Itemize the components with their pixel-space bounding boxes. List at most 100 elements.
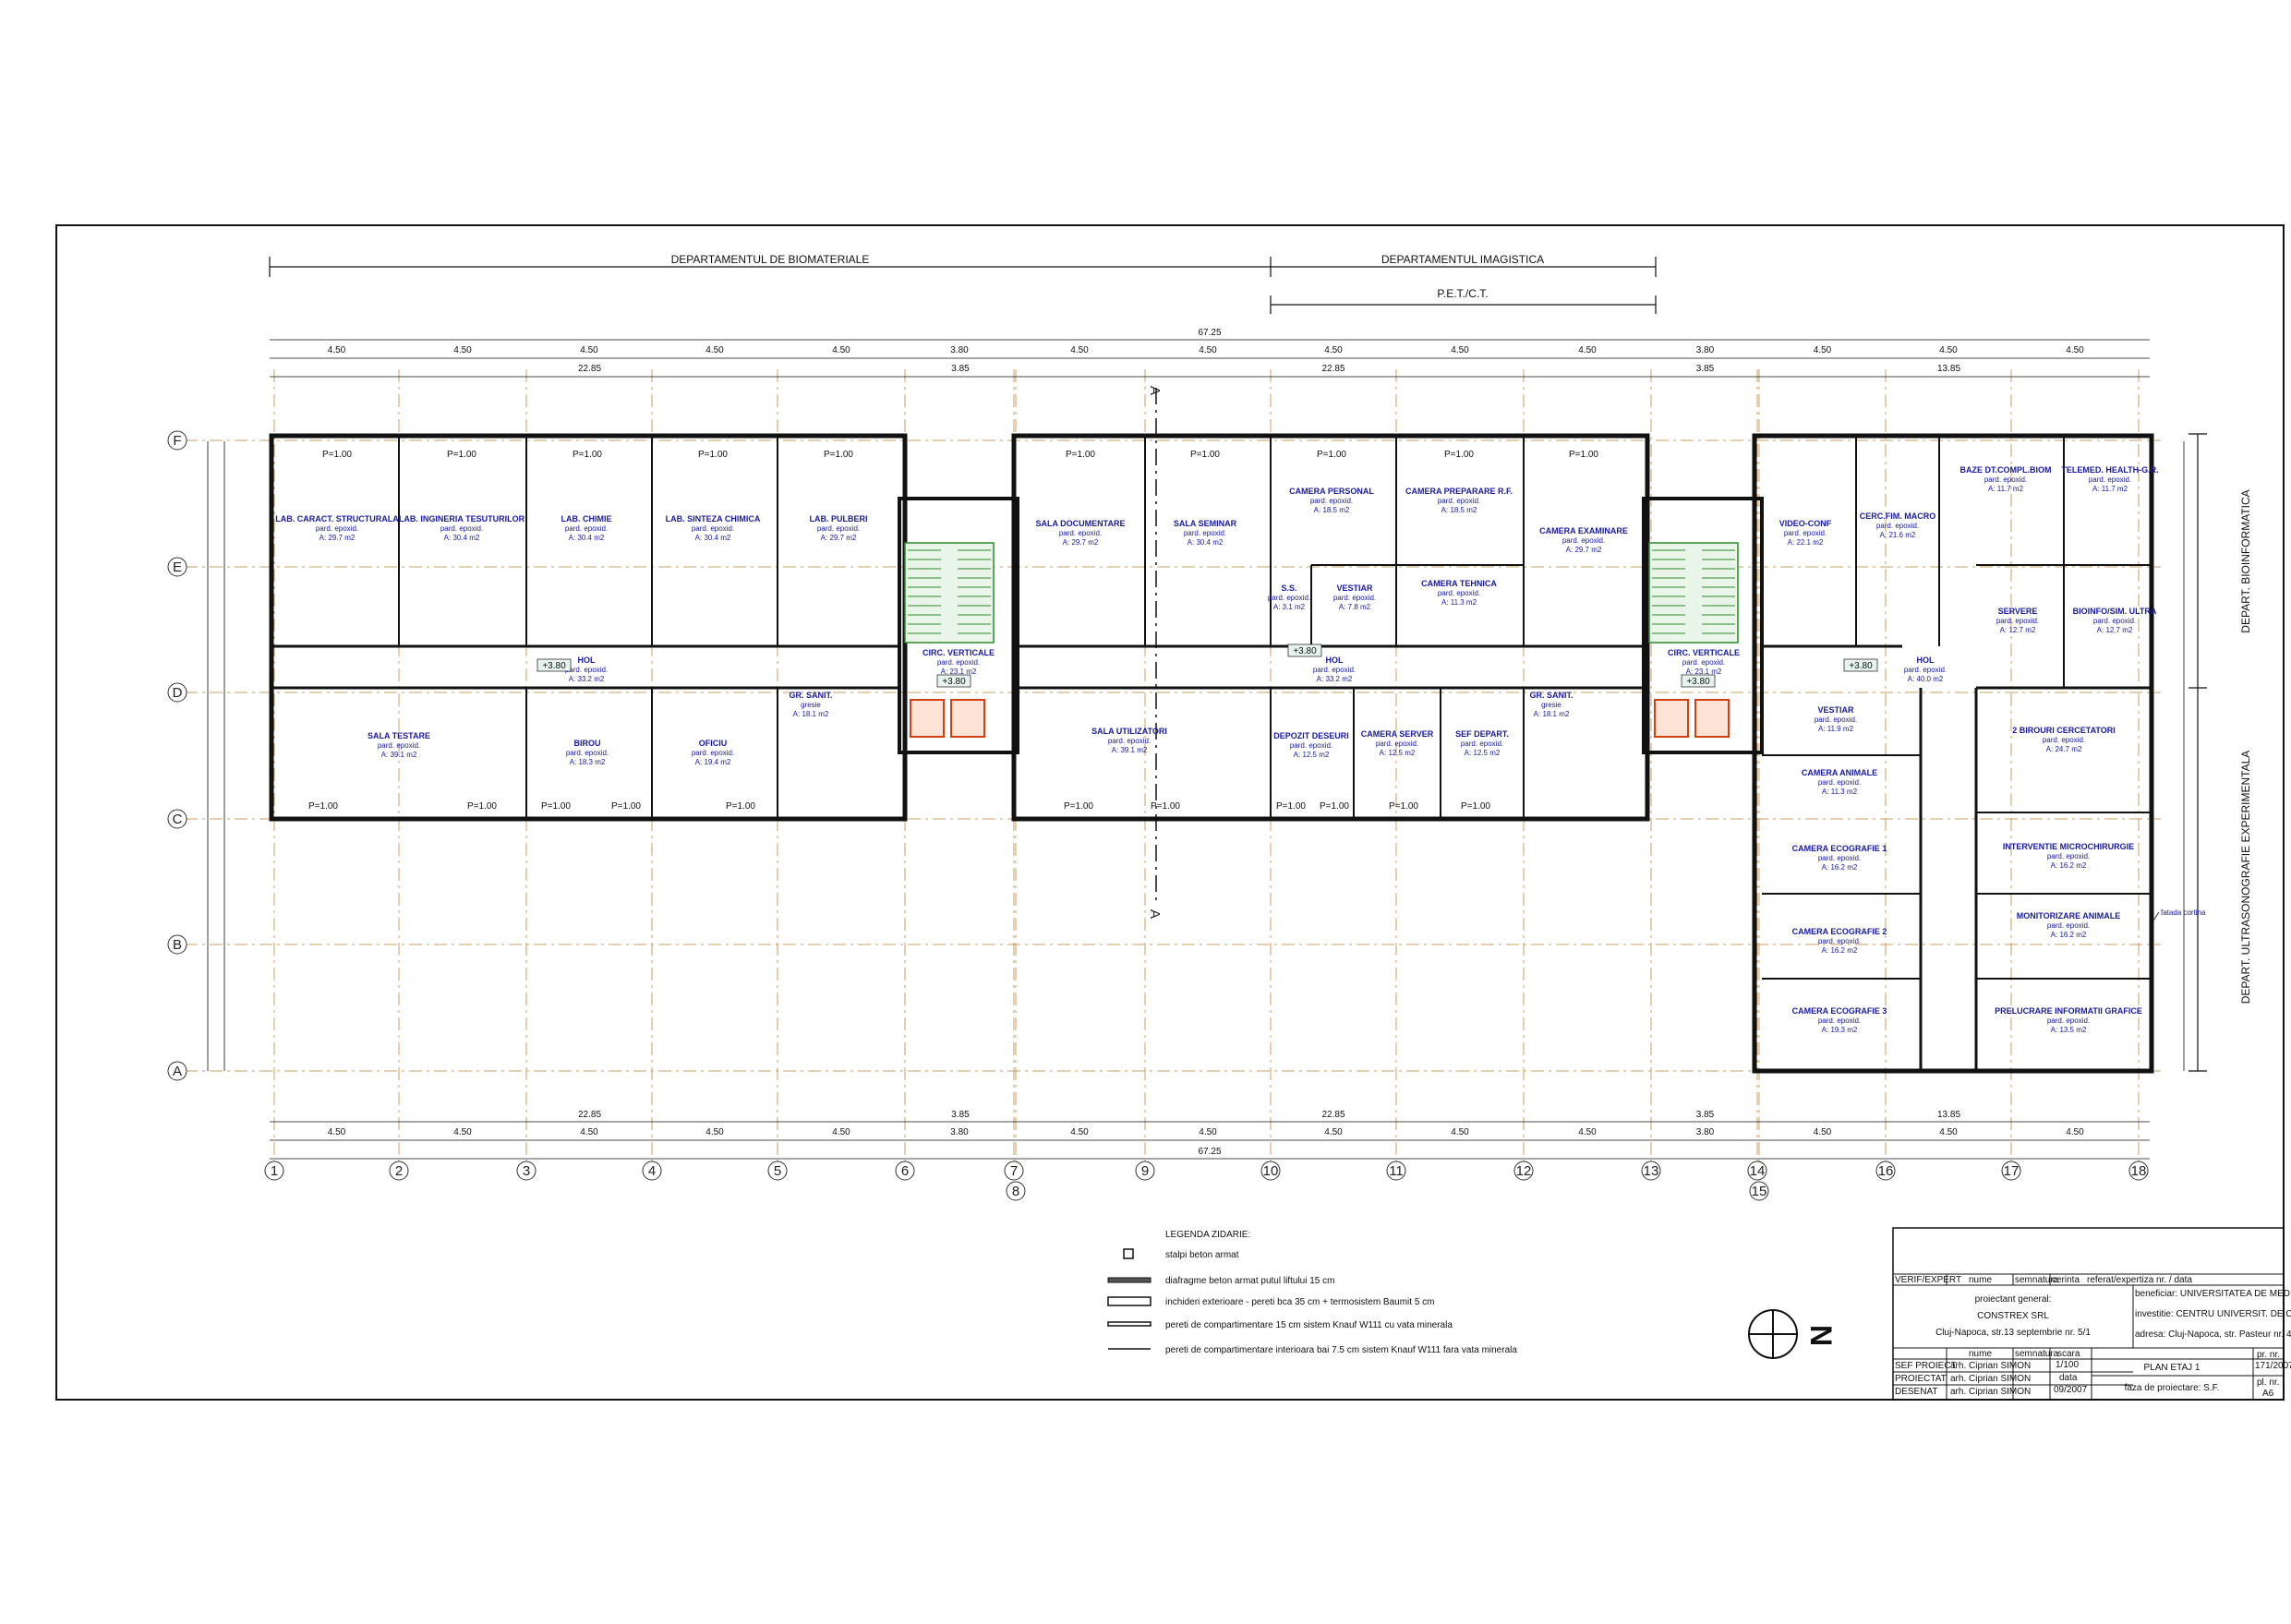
room-floor-25: pard. epoxid. [692,749,734,757]
room-floor-20: pard. epoxid. [1904,666,1947,674]
center-wing-outline [1011,433,1650,822]
axis-label-17: 17 [2004,1163,2020,1179]
level-mark-4: +3.80 [1849,661,1873,671]
room-area-14: A: 11.7 m2 [1988,485,2024,493]
tb-proiectat-label: PROIECTAT [1895,1374,1947,1384]
room-area-4: A: 29.7 m2 [821,534,857,542]
parapet-top-0: P=1.00 [322,450,352,460]
room-name-8: CAMERA PREPARARE R.F. [1405,487,1513,496]
room-name-35: CAMERA ECOGRAFIE 2 [1792,927,1887,936]
room-area-19: A: 33.2 m2 [1317,675,1353,683]
dept-bioinformatica-label: DEPART. BIOINFORMATICA [2239,489,2252,632]
room-area-34: A: 16.2 m2 [1822,863,1858,872]
room-area-37: A: 24.7 m2 [2046,745,2082,753]
parapet-bottom-0: P=1.00 [308,801,338,812]
stairs-left [904,542,995,644]
room-area-16: A: 12.7 m2 [2000,626,2036,634]
room-name-39: MONITORIZARE ANIMALE [2017,911,2121,920]
legend-item-column: stalpi beton armat [1165,1250,1239,1260]
tb-sign-col-2: semnatura [2015,1349,2059,1359]
axis-label-10: 10 [1263,1163,1279,1179]
room-name-41: S.S. [1281,583,1296,593]
group-dim-bottom-4: 13.85 [1937,1110,1960,1120]
dept-petct-label: P.E.T./C.T. [1437,287,1488,300]
axis-bubble-5 [767,1161,788,1181]
axis-label-B: B [173,937,182,953]
room-area-25: A: 19.4 m2 [695,758,731,766]
tb-faza: faza de proiectare: S.F. [2125,1383,2220,1393]
room-floor-23: pard. epoxid. [378,741,420,750]
room-name-34: CAMERA ECOGRAFIE 1 [1792,844,1887,853]
axis-label-D: D [173,685,183,701]
col-dim-bottom-7: 4.50 [1199,1127,1217,1137]
room-area-7: A: 18.5 m2 [1314,506,1350,514]
room-area-18: A: 33.2 m2 [569,675,605,683]
room-area-21: A: 23.1 m2 [941,668,977,676]
facade-note-leader [2151,911,2160,924]
tb-pr-nr-label: pr. nr. [2257,1350,2280,1360]
room-name-16: SERVERE [1998,607,2038,616]
tb-data-label: data [2059,1373,2078,1383]
room-name-37: 2 BIROURI CERCETATORI [2012,726,2116,735]
room-area-20: A: 40.0 m2 [1908,675,1944,683]
room-floor-3: pard. epoxid. [692,524,734,533]
group-dim-bottom-2: 22.85 [1321,1110,1344,1120]
legend-item-diaphragm: diafragme beton armat putul liftului 15 … [1165,1276,1334,1286]
room-area-40: A: 13.5 m2 [2051,1026,2087,1034]
room-floor-35: pard. epoxid. [1818,937,1861,945]
parapet-bottom-4: P=1.00 [726,801,755,812]
room-name-4: LAB. PULBERI [810,514,868,523]
room-name-13: CERC.FIM. MACRO [1860,511,1936,521]
parapet-top-4: P=1.00 [824,450,853,460]
axis-bubble-4 [642,1161,662,1181]
tb-scara-label: scara [2057,1349,2080,1359]
col-dim-bottom-1: 4.50 [453,1127,472,1137]
room-area-3: A: 30.4 m2 [695,534,731,542]
axis-bubble-E [167,557,187,577]
axis-label-F: F [173,433,181,449]
room-name-23: SALA TESTARE [368,731,430,740]
col-dim-bottom-10: 4.50 [1578,1127,1597,1137]
legend-symbol-partition-15 [1107,1321,1152,1327]
col-dim-bottom-5: 3.80 [950,1127,969,1137]
room-area-24: A: 18.3 m2 [570,758,606,766]
tb-person-3: arh. Ciprian SIMON [1950,1387,2031,1397]
room-floor-30: pard. epoxid. [1461,740,1503,748]
axis-label-2: 2 [395,1163,403,1179]
col-dim-bottom-0: 4.50 [328,1127,346,1137]
room-floor-38: pard. epoxid. [2047,852,2090,860]
parapet-top-6: P=1.00 [1190,450,1220,460]
room-area-9: A: 29.7 m2 [1566,546,1602,554]
axis-label-7: 7 [1010,1163,1018,1179]
axis-label-11: 11 [1389,1163,1404,1179]
tb-sign-col: semnatura [2015,1275,2059,1285]
room-floor-16: pard. epoxid. [1996,617,2039,625]
col-dim-bottom-3: 4.50 [705,1127,724,1137]
room-area-38: A: 16.2 m2 [2051,861,2087,870]
parapet-bottom-6: P=1.00 [1151,801,1180,812]
axis-label-3: 3 [523,1163,530,1179]
tb-adresa: adresa: Cluj-Napoca, str. Pasteur nr. 4-… [2135,1329,2291,1340]
room-floor-15: pard. epoxid. [2089,475,2131,484]
room-area-36: A: 19.3 m2 [1822,1026,1858,1034]
group-dim-bottom-3: 3.85 [1696,1110,1715,1120]
parapet-bottom-2: P=1.00 [541,801,571,812]
room-floor-1: pard. epoxid. [440,524,483,533]
col-dim-top-13: 4.50 [1939,345,1958,355]
level-mark-2: +3.80 [1293,646,1317,656]
room-name-38: INTERVENTIE MICROCHIRURGIE [2003,842,2134,851]
axis-label-1: 1 [271,1163,278,1179]
room-name-22: CIRC. VERTICALE [1668,648,1740,657]
parapet-bottom-10: P=1.00 [1461,801,1490,812]
room-area-2: A: 30.4 m2 [569,534,605,542]
room-name-12: VIDEO-CONF [1779,519,1832,528]
room-area-17: A: 12.7 m2 [2097,626,2133,634]
room-name-10: VESTIAR [1336,583,1373,593]
room-name-18: HOL [578,656,597,665]
legend-item-partition-15: pereti de compartimentare 15 cm sistem K… [1165,1320,1453,1330]
col-dim-top-6: 4.50 [1070,345,1089,355]
room-name-25: OFICIU [699,739,728,748]
room-area-15: A: 11.7 m2 [2092,485,2128,493]
axis-bubble-16 [1875,1161,1896,1181]
